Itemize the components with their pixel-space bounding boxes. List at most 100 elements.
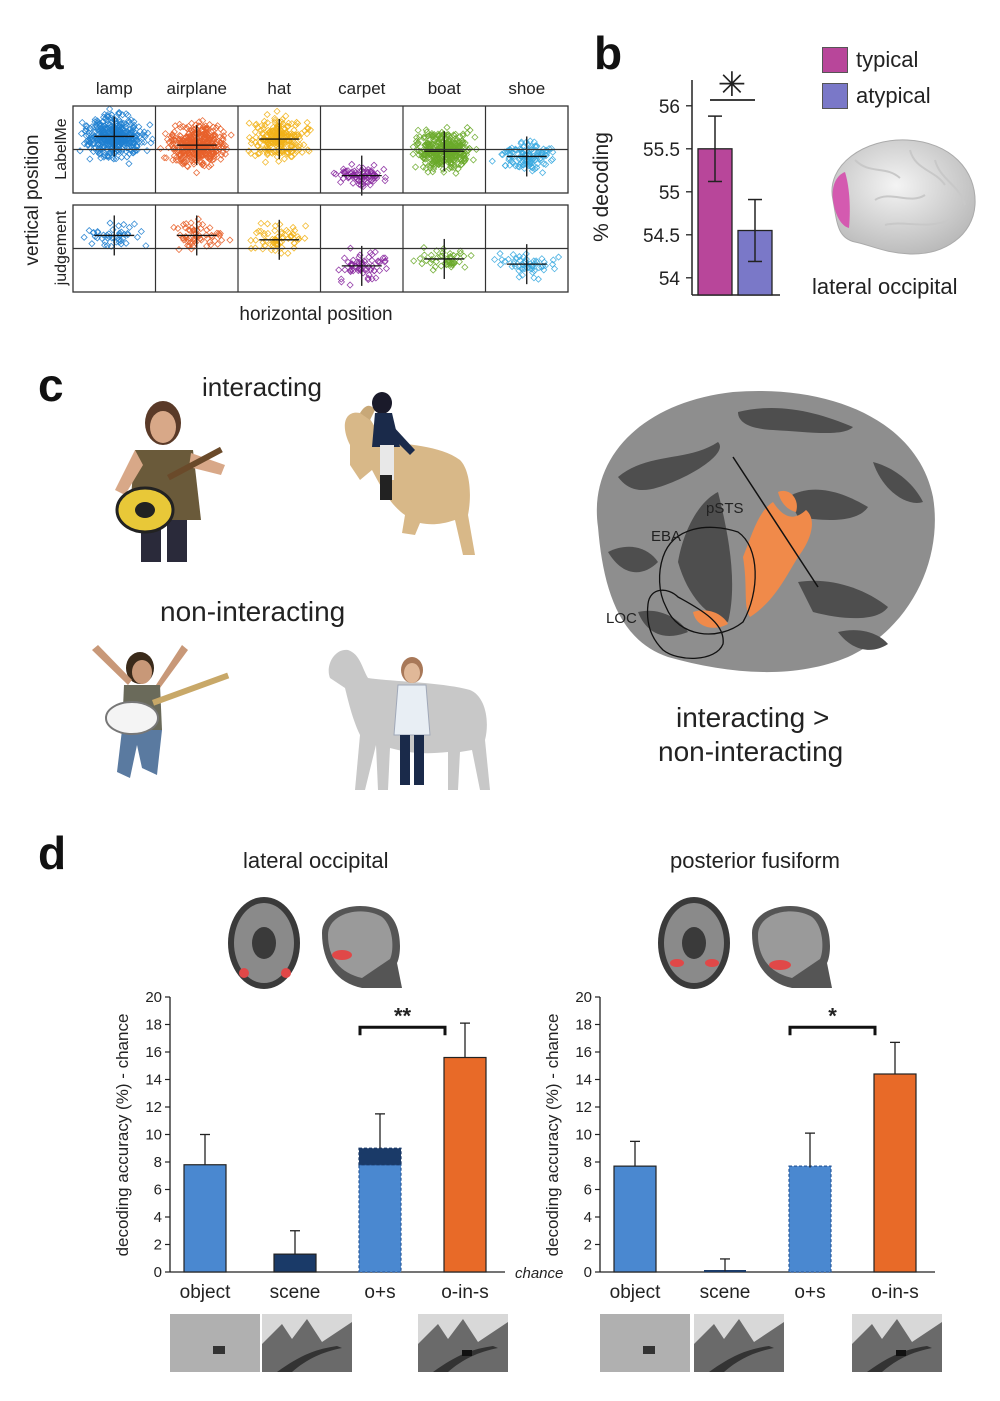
scatter-point-airplane <box>177 151 185 159</box>
significance-star: ✳ <box>718 66 747 104</box>
scatter-point-lamp <box>101 151 109 159</box>
y-tick-label: 2 <box>584 1237 592 1254</box>
scatter-point-lamp <box>115 110 123 118</box>
bar-o+s-object-part <box>358 1164 402 1273</box>
scatter-point-airplane <box>198 150 207 158</box>
scatter-point-airplane <box>215 137 223 145</box>
scatter-point-shoe <box>540 258 548 266</box>
scatter-point-hat <box>278 244 286 252</box>
scatter-point-shoe <box>499 151 507 159</box>
scatter-point-boat <box>472 145 480 153</box>
scatter-point-lamp <box>109 226 117 234</box>
scatter-point-boat <box>422 133 430 142</box>
scatter-point-hat <box>293 147 301 156</box>
legend-item-atypical: atypical <box>822 80 931 112</box>
y-tick-label: 55 <box>659 183 680 204</box>
scatter-point-lamp <box>140 138 148 146</box>
scatter-point-carpet <box>354 176 362 184</box>
scatter-point-lamp <box>80 233 88 241</box>
scatter-point-lamp <box>123 153 131 161</box>
scatter-point-hat <box>304 146 312 154</box>
scatter-point-boat <box>455 258 463 266</box>
scatter-point-boat <box>451 140 459 148</box>
scatter-point-lamp <box>96 149 104 157</box>
scatter-point-lamp <box>85 141 93 149</box>
scatter-point-hat <box>260 134 268 142</box>
scatter-point-lamp <box>97 125 105 133</box>
scatter-point-airplane <box>217 155 225 163</box>
scatter-point-shoe <box>534 148 542 156</box>
scatter-point-shoe <box>505 154 513 162</box>
significance-stars: ** <box>394 1003 412 1028</box>
scatter-point-shoe <box>537 154 545 162</box>
scatter-point-shoe <box>528 262 536 270</box>
lateral-occipital-brain-icon <box>831 139 976 255</box>
scatter-point-lamp <box>107 116 115 124</box>
scatter-point-carpet <box>339 165 348 173</box>
scatter-point-lamp <box>85 226 93 235</box>
scatter-point-hat <box>271 227 279 235</box>
scatter-point-boat <box>426 259 435 267</box>
scatter-point-hat <box>278 148 287 156</box>
scatter-point-carpet <box>381 254 389 262</box>
scene-stimulus-right <box>694 1314 784 1372</box>
scatter-point-carpet <box>349 267 357 275</box>
scatter-point-airplane <box>170 145 178 153</box>
scatter-point-carpet <box>340 254 349 262</box>
scatter-point-hat <box>245 134 254 142</box>
scatter-row-LabelMe <box>76 105 557 196</box>
scatter-point-hat <box>272 240 280 248</box>
scatter-point-hat <box>292 121 300 129</box>
scatter-point-airplane <box>185 129 193 137</box>
scatter-point-hat <box>303 118 311 127</box>
scatter-point-lamp <box>101 110 109 119</box>
scatter-point-carpet <box>372 274 380 282</box>
scatter-point-shoe <box>516 256 524 264</box>
scatter-point-hat <box>285 119 293 127</box>
y-tick-label: 8 <box>154 1154 162 1171</box>
scatter-point-lamp <box>115 222 123 230</box>
scatter-point-airplane <box>218 236 226 244</box>
scatter-point-hat <box>271 246 279 254</box>
scatter-point-boat <box>429 158 437 166</box>
row-label-judgement: judgement <box>53 210 70 286</box>
scatter-point-shoe <box>511 162 520 170</box>
scatter-point-shoe <box>538 263 546 271</box>
scatter-point-airplane <box>186 132 194 140</box>
scatter-point-airplane <box>219 148 227 156</box>
scatter-point-boat <box>469 156 477 164</box>
scatter-point-airplane <box>206 224 214 232</box>
panel-b-legend: typical atypical <box>822 44 931 112</box>
scatter-point-shoe <box>529 268 537 276</box>
scatter-point-airplane <box>160 154 168 162</box>
scatter-point-carpet <box>355 265 363 273</box>
scatter-point-carpet <box>364 179 372 187</box>
scatter-point-carpet <box>337 275 345 283</box>
scatter-point-boat <box>446 260 454 268</box>
scatter-point-airplane <box>198 126 206 134</box>
scatter-point-boat <box>463 147 471 155</box>
scatter-point-carpet <box>374 257 382 265</box>
scatter-point-carpet <box>344 258 352 266</box>
scatter-point-shoe <box>508 152 516 160</box>
scatter-point-shoe <box>547 144 555 153</box>
scatter-point-lamp <box>133 233 142 241</box>
scatter-point-airplane <box>169 132 177 141</box>
scatter-point-lamp <box>115 109 123 117</box>
scatter-point-boat <box>462 150 471 158</box>
bar-scene <box>273 1253 317 1273</box>
scatter-point-lamp <box>118 153 126 161</box>
scatter-point-hat <box>290 131 298 139</box>
scatter-point-lamp <box>76 147 84 155</box>
scatter-point-lamp <box>127 116 135 124</box>
scatter-point-airplane <box>163 135 172 143</box>
scatter-point-shoe <box>549 256 557 264</box>
scatter-point-lamp <box>123 137 131 145</box>
scatter-point-lamp <box>142 242 150 250</box>
scatter-point-lamp <box>140 131 149 140</box>
scatter-point-hat <box>284 123 292 131</box>
scatter-point-shoe <box>539 169 547 177</box>
scatter-point-airplane <box>177 140 185 148</box>
scatter-point-lamp <box>118 120 126 128</box>
scatter-point-shoe <box>517 138 525 146</box>
